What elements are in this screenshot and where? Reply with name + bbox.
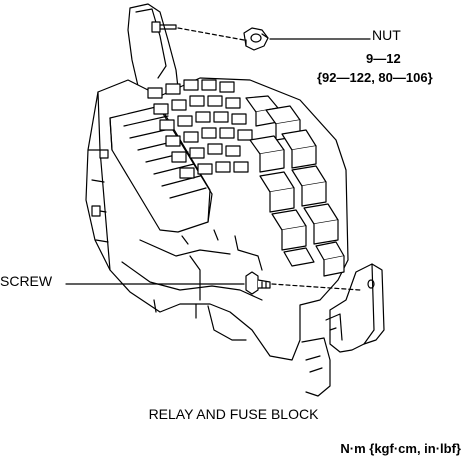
- side-bracket: [301, 263, 385, 397]
- nut-label: NUT: [372, 27, 401, 43]
- screw-part: [245, 271, 271, 295]
- relay-stack: [245, 95, 345, 277]
- fuse-grid: [147, 79, 253, 179]
- diagram-caption: RELAY AND FUSE BLOCK: [148, 406, 319, 422]
- torque-units-legend: N·m {kgf·cm, in·lbf}: [340, 441, 461, 456]
- bracket-bolt: [151, 21, 177, 33]
- screw-label: SCREW: [0, 273, 53, 289]
- nut-torque-alt-units: {92—122, 80—106}: [317, 70, 433, 85]
- nut-torque-nm: 9—12: [366, 51, 401, 66]
- nut-part: [243, 27, 269, 51]
